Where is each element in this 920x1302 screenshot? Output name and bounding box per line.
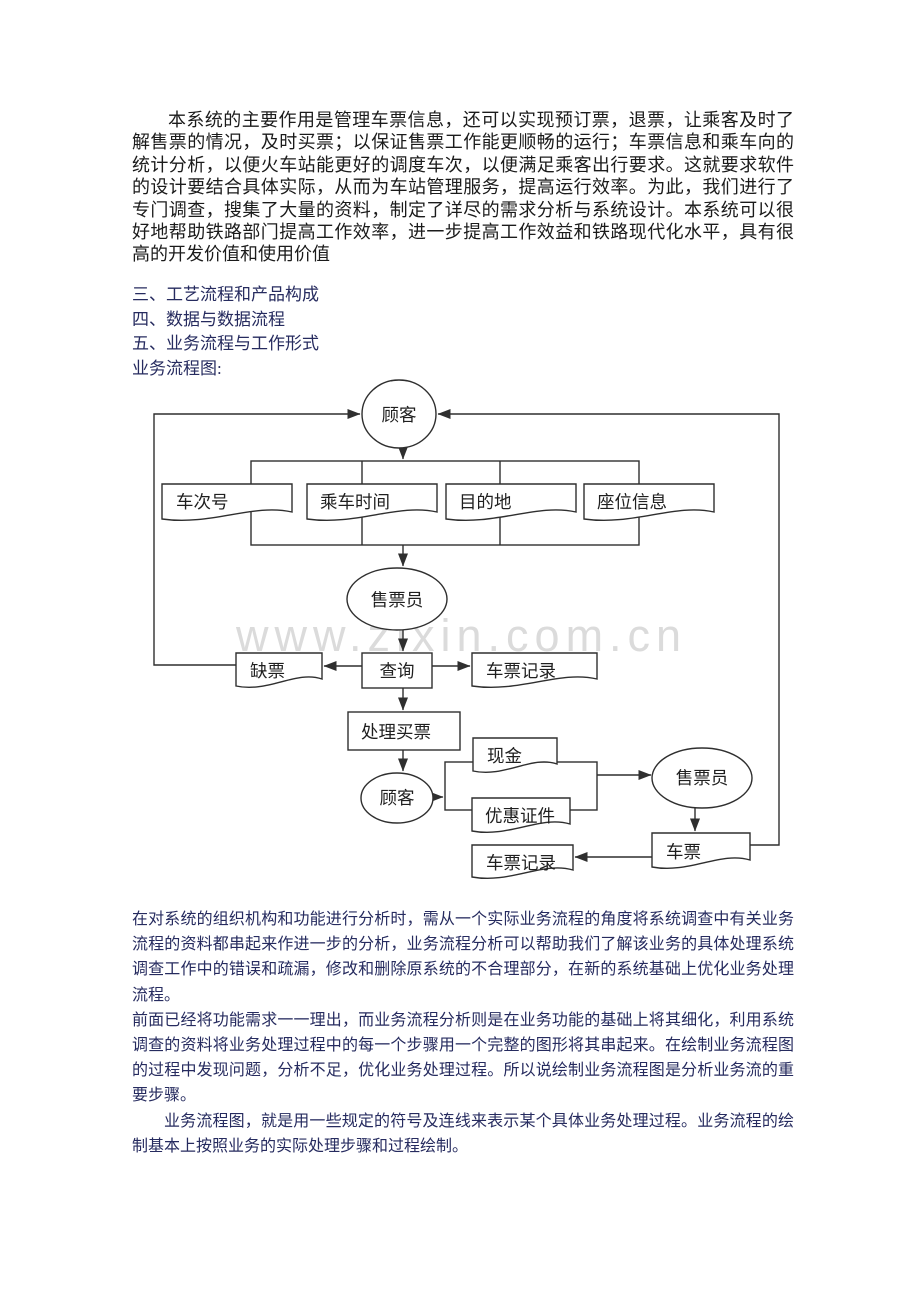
doc-ticket-record-1 bbox=[471, 652, 598, 688]
heading-business-flow: 五、业务流程与工作形式 bbox=[132, 334, 319, 353]
doc-destination bbox=[445, 483, 577, 521]
process-purchase-box bbox=[347, 711, 461, 751]
label-ticket: 车票 bbox=[666, 842, 701, 862]
label-ticket-shortage: 缺票 bbox=[250, 661, 285, 681]
connector-shortage-to-customer bbox=[153, 409, 361, 666]
closing-paragraph-3: 业务流程图，就是用一些规定的符号及连线来表示某个具体业务处理过程。业务流程的绘制… bbox=[132, 1112, 794, 1155]
doc-ticket-record-2 bbox=[471, 844, 574, 879]
flowchart-labels: 顾客 车次号 乘车时间 目的地 座位信息 售票员 缺票 查询 车票记录 处理买票… bbox=[176, 405, 728, 873]
label-ride-time: 乘车时间 bbox=[320, 492, 390, 512]
customer-top-ellipse bbox=[361, 379, 437, 449]
label-query: 查询 bbox=[380, 661, 415, 681]
flowchart-documents bbox=[161, 483, 751, 879]
diagram-caption: 业务流程图: bbox=[132, 358, 222, 378]
query-box bbox=[361, 652, 433, 689]
label-discount-certificate: 优惠证件 bbox=[485, 806, 555, 826]
doc-discount-certificate bbox=[471, 797, 571, 833]
label-customer-bottom: 顾客 bbox=[380, 788, 415, 808]
closing-paragraphs: 在对系统的组织机构和功能进行分析时，需从一个实际业务流程的角度将系统调查中有关业… bbox=[132, 907, 794, 1159]
customer-bottom-ellipse bbox=[360, 772, 434, 824]
label-seat-info: 座位信息 bbox=[597, 492, 667, 512]
heading-data-and-dataflow: 四、数据与数据流程 bbox=[132, 309, 285, 329]
closing-paragraph-2: 前面已经将功能需求一一理出，而业务流程分析则是在业务功能的基础上将其细化，利用系… bbox=[132, 1011, 794, 1105]
intro-paragraph: 本系统的主要作用是管理车票信息，还可以实现预订票，退票，让乘客及时了解售票的情况… bbox=[132, 110, 794, 265]
doc-ticket bbox=[651, 832, 751, 869]
label-train-number: 车次号 bbox=[176, 492, 229, 512]
label-destination: 目的地 bbox=[459, 492, 512, 512]
flowchart-connectors bbox=[153, 409, 780, 862]
heading-process-and-product: 三、工艺流程和产品构成 bbox=[132, 285, 319, 304]
doc-ride-time bbox=[306, 483, 438, 521]
label-process-purchase: 处理买票 bbox=[361, 722, 431, 742]
doc-seat-info bbox=[583, 483, 715, 521]
section-headings: 三、工艺流程和产品构成 四、数据与数据流程 五、业务流程与工作形式 业务流程图: bbox=[132, 283, 794, 381]
label-ticket-record-1: 车票记录 bbox=[486, 661, 556, 681]
doc-cash bbox=[472, 737, 558, 773]
label-ticket-record-2: 车票记录 bbox=[486, 853, 556, 873]
seller-top-ellipse bbox=[346, 567, 448, 631]
connector-ticket-to-customer bbox=[437, 409, 780, 846]
label-seller-top: 售票员 bbox=[371, 590, 424, 610]
doc-train-number bbox=[161, 483, 293, 521]
doc-ticket-shortage bbox=[235, 652, 323, 688]
seller-bottom-ellipse bbox=[651, 747, 753, 809]
label-customer-top: 顾客 bbox=[382, 405, 417, 425]
closing-paragraph-1: 在对系统的组织机构和功能进行分析时，需从一个实际业务流程的角度将系统调查中有关业… bbox=[132, 911, 794, 1004]
label-seller-bottom: 售票员 bbox=[676, 768, 729, 788]
label-cash: 现金 bbox=[487, 746, 522, 766]
